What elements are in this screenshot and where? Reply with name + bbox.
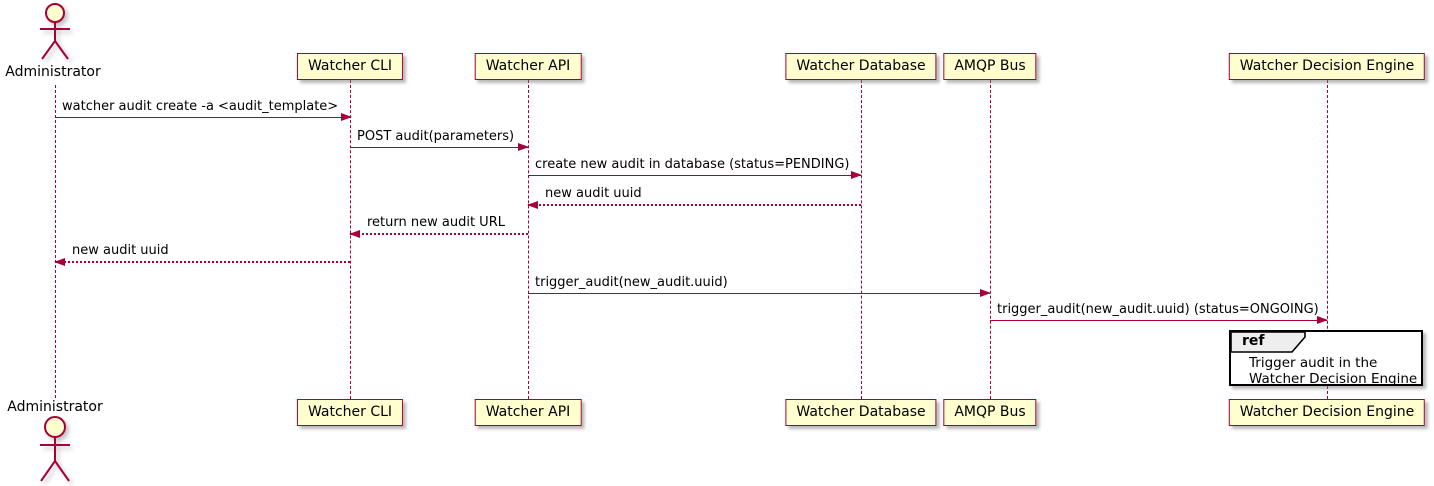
lifeline-watcher-cli [350, 80, 351, 399]
actor-administrator-top-icon [40, 3, 70, 60]
actor-administrator-top-label: Administrator [5, 64, 101, 80]
message-label: trigger_audit(new_audit.uuid) (status=ON… [997, 302, 1319, 317]
ref-keyword: ref [1242, 333, 1265, 349]
ref-fragment: ref Trigger audit in the Watcher Decisio… [1229, 330, 1423, 387]
lifeline-administrator [55, 85, 56, 398]
participant-watcher-cli-bottom: Watcher CLI [296, 399, 404, 426]
participant-amqp-bus-bottom: AMQP Bus [943, 399, 1037, 426]
ref-text-line1: Trigger audit in the [1249, 355, 1378, 371]
actor-administrator-bottom-icon [40, 416, 70, 482]
participant-watcher-database-top: Watcher Database [785, 53, 937, 80]
message-3: create new audit in database (status=PEN… [528, 157, 862, 179]
participant-watcher-decision-engine-top: Watcher Decision Engine [1228, 53, 1426, 80]
lifeline-amqp-bus [990, 80, 991, 399]
arrowhead-right-icon [980, 289, 991, 297]
lifeline-watcher-decision-engine [1327, 80, 1328, 399]
message-label: create new audit in database (status=PEN… [535, 157, 850, 172]
message-7: trigger_audit(new_audit.uuid) [528, 275, 991, 297]
ref-tab-icon [1230, 331, 1306, 353]
arrowhead-left-icon [527, 201, 538, 209]
ref-text-line2: Watcher Decision Engine [1249, 371, 1418, 387]
arrowhead-right-icon [518, 143, 529, 151]
lifeline-watcher-api [528, 80, 529, 399]
message-label: return new audit URL [367, 215, 505, 230]
message-label: trigger_audit(new_audit.uuid) [535, 275, 728, 290]
message-5: return new audit URL [349, 215, 528, 238]
arrowhead-left-icon [349, 230, 360, 238]
message-label: new audit uuid [72, 243, 169, 258]
participant-amqp-bus-top: AMQP Bus [943, 53, 1037, 80]
participant-watcher-database-bottom: Watcher Database [785, 399, 937, 426]
ref-text: Trigger audit in the Watcher Decision En… [1249, 355, 1418, 387]
message-2: POST audit(parameters) [350, 129, 529, 151]
message-4: new audit uuid [527, 186, 861, 209]
arrowhead-left-icon [54, 258, 65, 266]
arrowhead-right-icon [341, 113, 352, 121]
message-label: POST audit(parameters) [357, 129, 515, 144]
lifeline-watcher-database [861, 80, 862, 399]
actor-administrator-bottom-label: Administrator [7, 399, 103, 415]
arrowhead-right-icon [1317, 316, 1328, 324]
participant-watcher-api-top: Watcher API [474, 53, 582, 80]
message-label: watcher audit create -a <audit_template> [62, 99, 339, 114]
participant-watcher-cli-top: Watcher CLI [296, 53, 404, 80]
message-8: trigger_audit(new_audit.uuid) (status=ON… [990, 302, 1328, 324]
message-1: watcher audit create -a <audit_template> [55, 99, 352, 121]
participant-watcher-decision-engine-bottom: Watcher Decision Engine [1228, 399, 1426, 426]
arrowhead-right-icon [851, 171, 862, 179]
message-label: new audit uuid [545, 186, 642, 201]
participant-watcher-api-bottom: Watcher API [474, 399, 582, 426]
message-6: new audit uuid [54, 243, 350, 266]
